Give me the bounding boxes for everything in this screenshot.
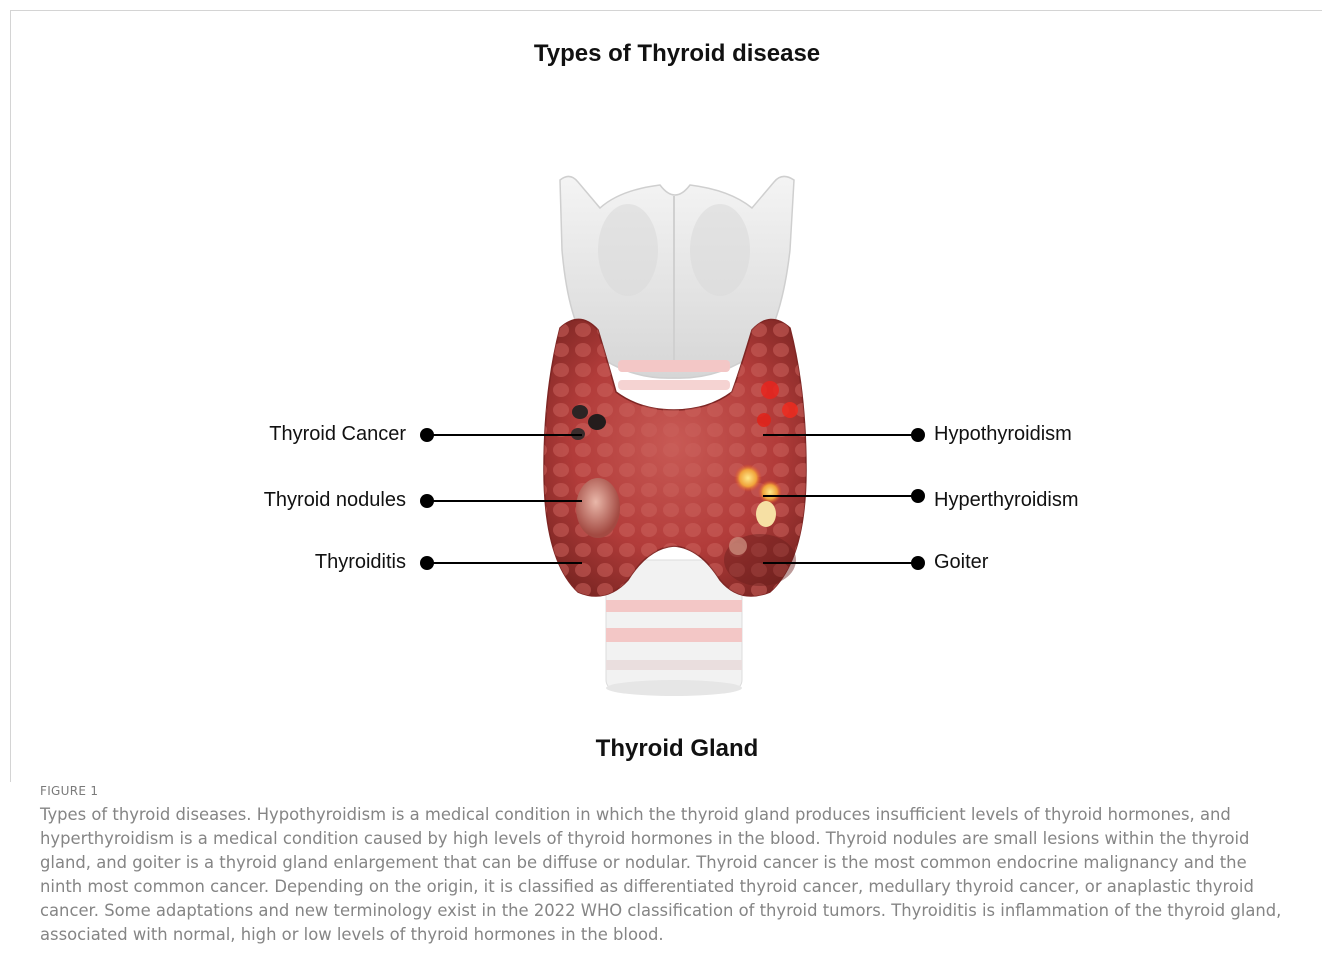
thyroid-illustration <box>0 0 1322 780</box>
label-goiter: Goiter <box>934 550 988 574</box>
label-thyroid-cancer: Thyroid Cancer <box>269 422 406 446</box>
caption-text: Types of thyroid diseases. Hypothyroidis… <box>40 803 1292 947</box>
label-thyroid-nodules: Thyroid nodules <box>264 488 406 512</box>
label-hyperthyroidism: Hyperthyroidism <box>934 488 1078 512</box>
caption-label: FIGURE 1 <box>40 784 98 798</box>
label-hypothyroidism: Hypothyroidism <box>934 422 1072 446</box>
figure-subtitle: Thyroid Gland <box>0 735 1322 763</box>
label-thyroiditis: Thyroiditis <box>315 550 406 574</box>
